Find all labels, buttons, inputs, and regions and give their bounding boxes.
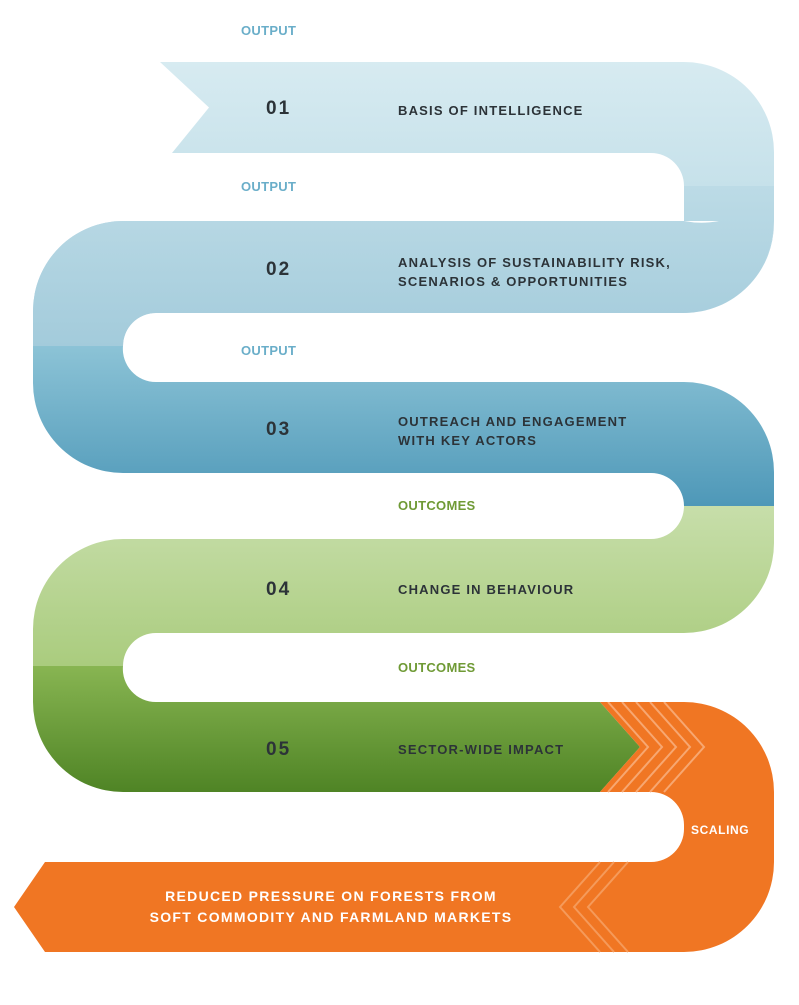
band-orange [14, 702, 774, 952]
band-1 [160, 62, 774, 186]
band-5 [33, 666, 640, 792]
band-3 [33, 346, 774, 506]
step-number-03: 03 [266, 419, 291, 440]
chevron-highlights [607, 702, 706, 793]
final-outcome-line-2: SOFT COMMODITY AND FARMLAND MARKETS [150, 909, 513, 925]
step-title-01: BASIS OF INTELLIGENCE [398, 103, 584, 118]
output-label-2: OUTPUT [241, 179, 296, 194]
output-label-3: OUTPUT [241, 343, 296, 358]
step-number-05: 05 [266, 739, 291, 760]
chevron-highlights-bottom [558, 861, 629, 953]
band-4 [33, 506, 774, 666]
step-title-02-line-2: SCENARIOS & OPPORTUNITIES [398, 274, 628, 289]
step-title-03-line-2: WITH KEY ACTORS [398, 433, 537, 448]
step-number-04: 04 [266, 579, 291, 600]
step-title-05: SECTOR-WIDE IMPACT [398, 742, 564, 757]
outcomes-label-1: OUTCOMES [398, 498, 476, 513]
step-number-01: 01 [266, 98, 291, 119]
step-title-03-line-1: OUTREACH AND ENGAGEMENT [398, 414, 627, 429]
step-title-02-line-1: ANALYSIS OF SUSTAINABILITY RISK, [398, 255, 671, 270]
step-title-04: CHANGE IN BEHAVIOUR [398, 582, 574, 597]
band-2-body [33, 186, 775, 346]
outcomes-label-2: OUTCOMES [398, 660, 476, 675]
output-label-1: OUTPUT [241, 23, 296, 38]
final-outcome-line-1: REDUCED PRESSURE ON FORESTS FROM [165, 888, 497, 904]
step-number-02: 02 [266, 259, 291, 280]
scaling-label: SCALING [691, 823, 749, 837]
